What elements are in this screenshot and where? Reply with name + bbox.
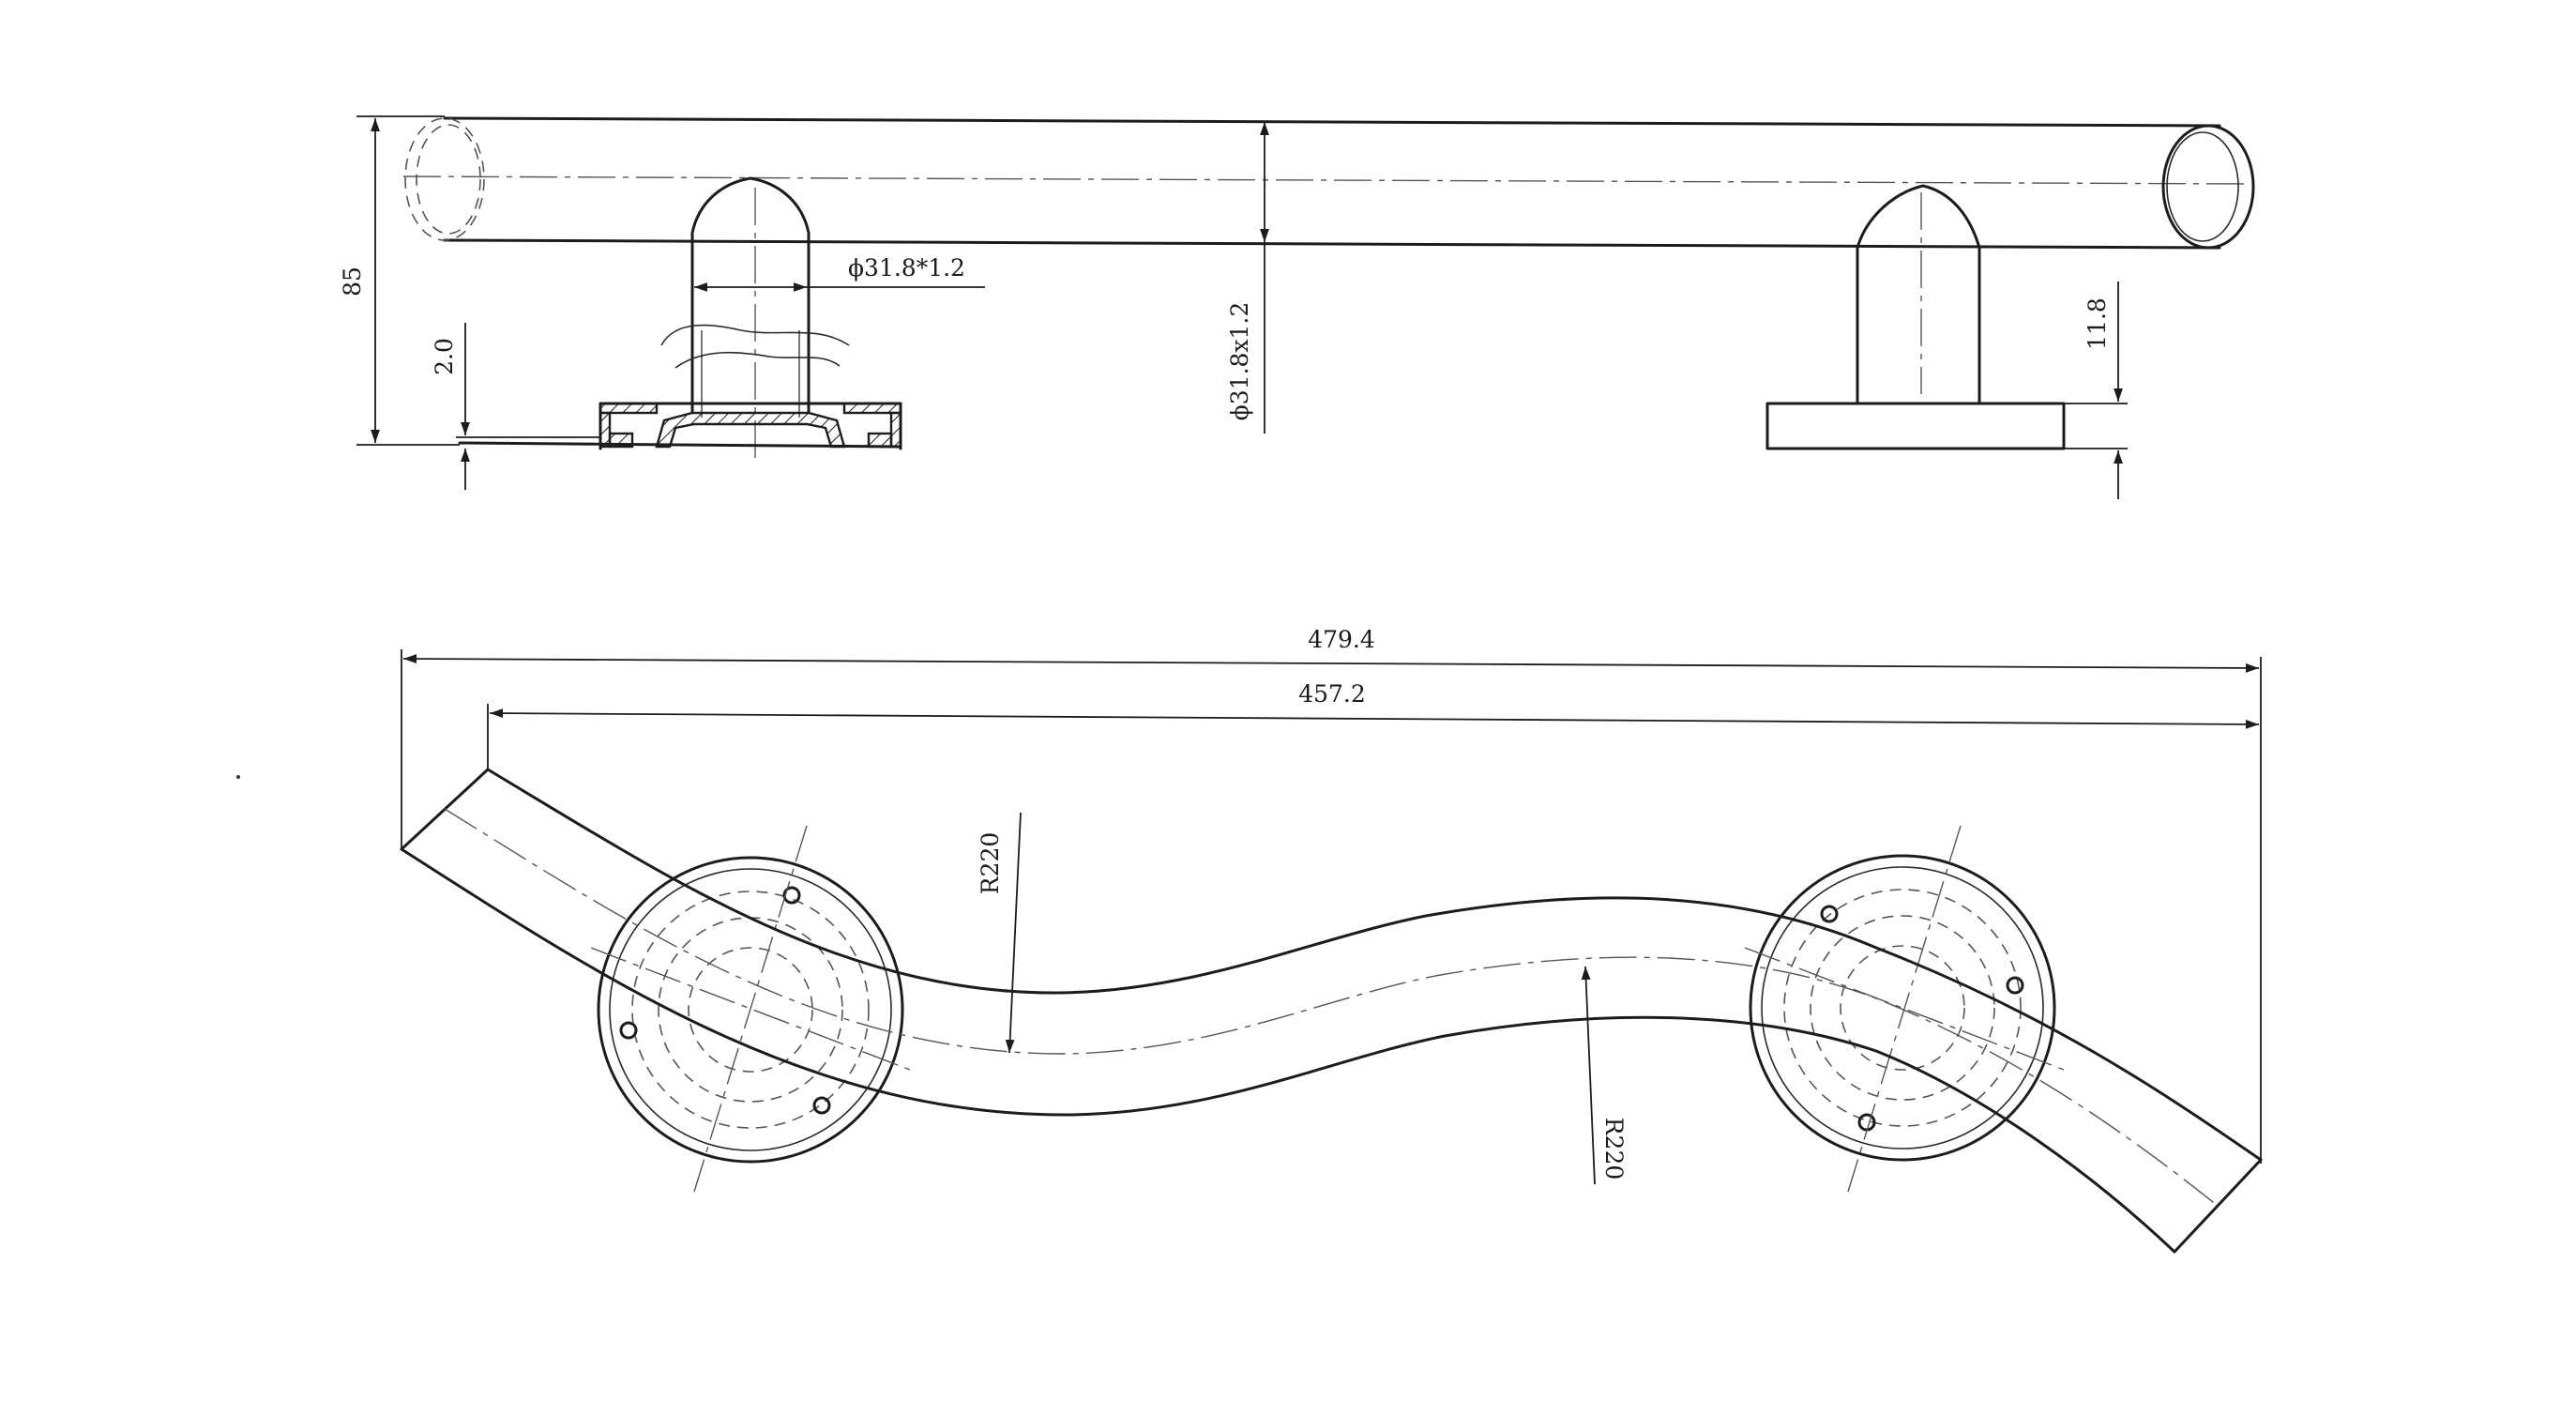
dim-2-label: 2.0 [431, 338, 458, 375]
dim-r220-upper-leader [1005, 812, 1022, 1054]
tube-right-end-inner [2166, 131, 2239, 242]
left-post-break-2 [674, 351, 841, 369]
left-plate-outer [597, 856, 904, 1164]
left-flange-foot-l [608, 432, 634, 449]
left-post-break-1 [660, 324, 850, 346]
left-hole-1 [782, 886, 801, 905]
right-hole-1 [1820, 905, 1839, 923]
right-plate-hidden-2 [1810, 915, 1995, 1101]
left-flange-wall-l [599, 411, 612, 449]
dim-479-line [402, 654, 2260, 673]
bar-top-edge [486, 768, 2263, 1162]
tube-bottom-edge [443, 238, 2221, 250]
tube-left-end [404, 117, 485, 241]
dim-11-8-label: 11.8 [2084, 297, 2111, 350]
right-plate-hidden-1 [1783, 889, 2022, 1127]
tube-top-edge [443, 116, 2221, 128]
left-plate-inner [609, 868, 892, 1151]
dim-tube-diameter-label: ϕ31.8x1.2 [1226, 302, 1253, 421]
left-flange-insert [655, 411, 846, 449]
left-hole-3 [812, 1096, 831, 1115]
left-flange-foot-r [867, 432, 893, 449]
stray-mark [236, 775, 240, 779]
tube-left-end-inner [416, 124, 481, 235]
dim-457-label: 457.2 [1298, 680, 1366, 708]
right-plate-inner [1761, 866, 2044, 1150]
tube-right-end [2161, 124, 2255, 250]
bar-right-end [2173, 1158, 2263, 1254]
dim-r220-lower-leader [1581, 966, 1596, 1185]
right-plate-outer [1749, 854, 2056, 1162]
right-flange [1765, 402, 2066, 450]
left-plate-hidden-1 [631, 891, 870, 1129]
left-flange-wall-r [889, 411, 902, 449]
left-flange-base [458, 441, 902, 449]
dim-85-label: 85 [339, 266, 366, 297]
left-plate-axis-2 [693, 825, 808, 1193]
dim-tube-section-label: ϕ31.8*1.2 [848, 254, 965, 282]
dim-r220-upper-label: R220 [977, 832, 1004, 895]
bar-bottom-edge [400, 847, 2176, 1254]
left-post-outline [690, 176, 811, 242]
left-flange-section-r [842, 402, 902, 415]
dim-r220-lower-label: R220 [1600, 1118, 1628, 1180]
dim-479-label: 479.4 [1308, 626, 1375, 653]
bar-centerline [444, 808, 2219, 1207]
elevation-view: 85 2.0 ϕ31.8*1.2 ϕ31.8x1.2 11.8 [339, 115, 2255, 499]
left-plate-hidden-3 [688, 947, 813, 1073]
plan-view: 479.4 457.2 R220 [236, 626, 2263, 1254]
dim-457-line [489, 708, 2260, 729]
left-flange-section-l [599, 402, 659, 415]
left-hole-2 [619, 1021, 638, 1040]
right-plate-axis-2 [1847, 825, 1962, 1193]
right-plate-hidden-3 [1840, 945, 1965, 1071]
tube-centerline [402, 175, 2252, 185]
right-hole-2 [2006, 976, 2024, 995]
right-post-outline [1856, 184, 1981, 250]
